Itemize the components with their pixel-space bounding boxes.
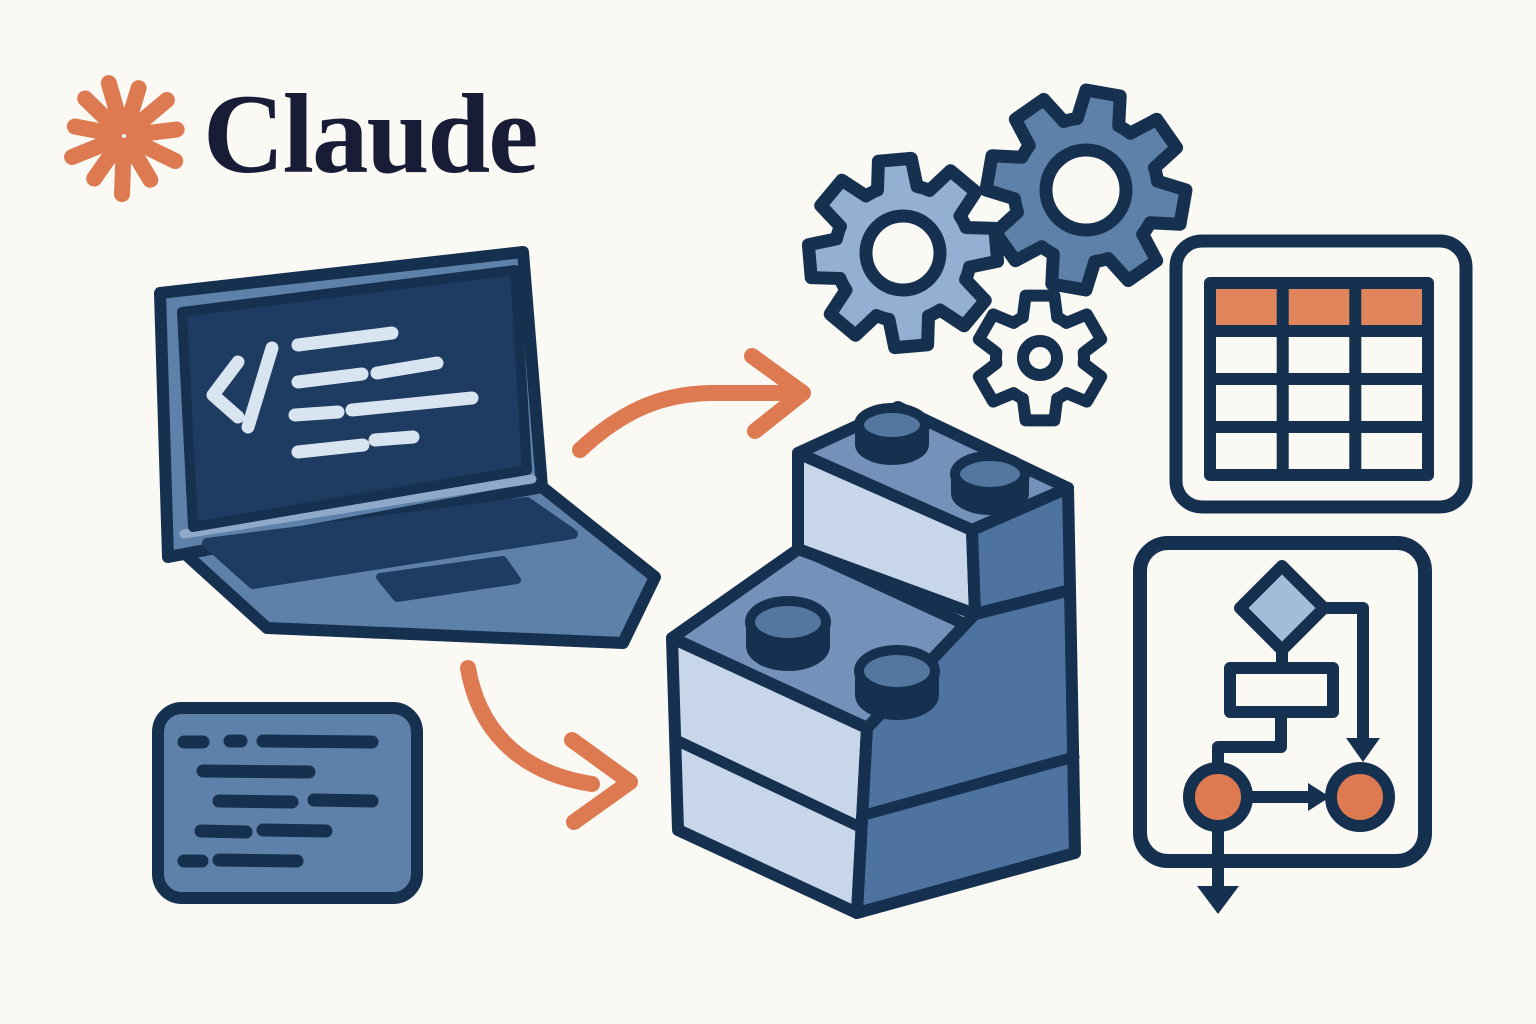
laptop-hinge-highlight <box>179 474 537 539</box>
flowchart-connectors <box>1212 602 1369 896</box>
upper-brick-right-face <box>966 482 1076 620</box>
gears-cluster-icon <box>801 83 1193 427</box>
laptop-touchpad <box>376 556 521 602</box>
claude-wordmark: Claude <box>203 72 536 197</box>
code-line <box>368 430 420 447</box>
arrow-shaft <box>460 660 600 792</box>
data-table-icon <box>1169 234 1473 514</box>
brick-seam <box>672 735 866 833</box>
arrow-head <box>564 732 638 830</box>
lower-brick-right-face <box>851 584 1081 919</box>
laptop-keyboard <box>202 497 578 589</box>
code-card-lines <box>177 734 379 868</box>
code-line <box>345 391 479 417</box>
brick-seam <box>862 751 1080 820</box>
table-header-row <box>1210 283 1428 331</box>
gear-hole <box>859 209 947 297</box>
flowchart-icon <box>1133 536 1432 914</box>
flowchart-node-circle <box>1183 762 1253 832</box>
claude-spark-icon <box>64 75 185 202</box>
code-angle-bracket-icon <box>206 355 245 424</box>
code-slash-icon <box>241 341 279 434</box>
curved-arrow-to-bricks <box>460 660 638 830</box>
table-grid-lines <box>1204 277 1434 481</box>
brick-stud <box>950 451 1030 515</box>
flowchart-node-circle <box>1325 762 1395 832</box>
brick-stud <box>745 596 831 671</box>
claude-logo: Claude <box>64 72 538 202</box>
arrow-shaft <box>572 385 794 458</box>
laptop-with-code-illustration <box>154 246 661 649</box>
gear-hole <box>1039 143 1133 237</box>
stacked-bricks-illustration <box>666 401 1081 919</box>
code-line <box>291 326 399 352</box>
brick-stud <box>854 645 940 720</box>
flowchart-decision-diamond <box>1234 560 1330 656</box>
gear-hole <box>1017 335 1063 381</box>
code-on-screen-icon <box>206 326 479 459</box>
code-line <box>288 405 345 422</box>
flowchart-arrowheads <box>1197 738 1380 914</box>
code-snippet-card-icon <box>152 702 423 904</box>
brick-stud <box>854 403 930 465</box>
laptop-screen <box>177 265 532 532</box>
code-line <box>291 438 370 459</box>
arrow-head <box>744 348 811 439</box>
flowchart-process-box <box>1224 662 1339 718</box>
code-line <box>370 356 444 380</box>
curved-arrow-to-gears <box>572 348 811 458</box>
code-line <box>291 367 369 389</box>
